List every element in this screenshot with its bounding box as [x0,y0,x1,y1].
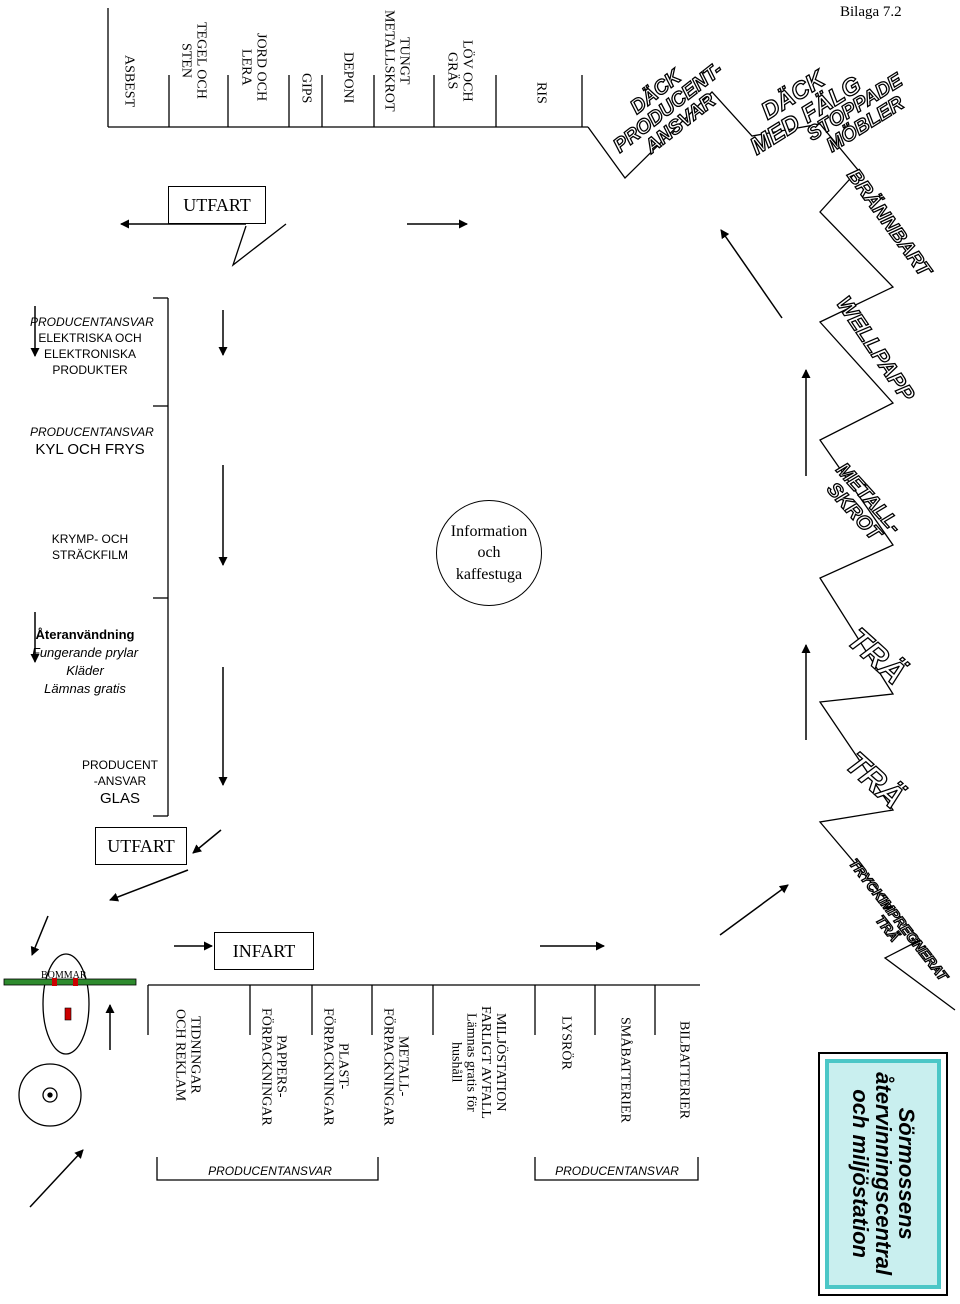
brand-box: Sörmossens återvinningscentral och miljö… [818,1052,948,1296]
station-miljostation-farligt-avfall: MILJÖSTATION FARLIGT AVFALL Lämnas grati… [448,1005,508,1119]
station-metallforpackningar: METALL- FÖRPACKNINGAR [380,1007,411,1126]
utfart-mid-label: UTFART [95,827,187,865]
elektriska-producentansvar: PRODUCENTANSVAR [30,315,154,329]
station-tidningar-och-reklam: TIDNINGAR OCH REKLAM [172,1008,203,1102]
barrier-bar [3,978,137,986]
ateranvandning-line-3: Lämnas gratis [44,681,126,696]
station-tegel-och-sten: TEGEL OCH STEN [178,21,209,99]
station-lov-och-gras: LÖV OCH GRÄS [444,39,475,102]
station-plastforpackningar: PLAST- FÖRPACKNINGAR [320,1007,351,1126]
utfart-top-label: UTFART [168,186,266,224]
info-kaffestuga-label: Information och kaffestuga [450,522,528,583]
station-ris: RIS [533,82,549,104]
station-tungt-metallskrot: TUNGT METALLSKROT [381,10,412,112]
station-lysror: LYSRÖR [558,1015,574,1070]
ateranvandning-line-2: Kläder [66,663,104,678]
glas-producentansvar: PRODUCENT -ANSVAR [81,758,158,789]
station-bilbatterier: BILBATTERIER [676,1020,692,1119]
station-glas: GLAS [99,790,141,807]
info-kaffestuga-circle: Information och kaffestuga [436,500,542,606]
station-elektriska-produkter: ELEKTRISKA OCH ELEKTRONISKA PRODUKTER [38,331,142,378]
station-deponi: DEPONI [340,52,356,104]
station-gips: GIPS [298,72,314,104]
bottom-producentansvar-left: PRODUCENTANSVAR [208,1164,332,1178]
annex-label: Bilaga 7.2 [840,4,902,20]
brand-panel: Sörmossens återvinningscentral och miljö… [825,1059,941,1289]
bottom-producentansvar-right: PRODUCENTANSVAR [555,1164,679,1178]
station-asbest: ASBEST [121,54,137,108]
bommar-label: BOMMAR [41,970,87,981]
ateranvandning-title: Återanvändning [35,627,135,642]
station-kyl-och-frys: KYL OCH FRYS [35,441,145,458]
station-krymp-och-strackfilm: KRYMP- OCH STRÄCKFILM [51,532,129,563]
brand-text: Sörmossens återvinningscentral och miljö… [847,1072,919,1276]
ateranvandning-line-1: Fungerande prylar [31,645,139,660]
station-smabatterier: SMÅBATTERIER [617,1017,633,1123]
station-pappersforpackningar: PAPPERS- FÖRPACKNINGAR [258,1007,289,1126]
station-jord-och-lera: JORD OCH LERA [238,33,269,102]
kyl-producentansvar: PRODUCENTANSVAR [30,425,154,439]
infart-label: INFART [214,932,314,970]
